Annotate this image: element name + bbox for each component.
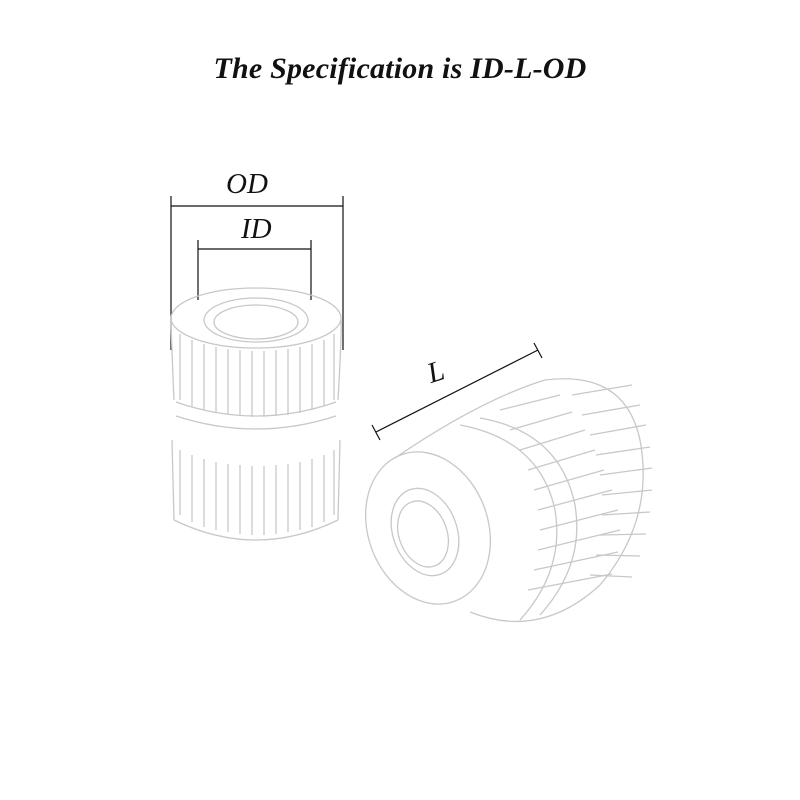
page-title: The Specification is ID-L-OD — [213, 52, 587, 85]
length-tick-right — [533, 342, 543, 359]
lying-insert-nut — [364, 378, 653, 623]
length-dimension — [371, 342, 543, 441]
upright-insert-nut — [170, 287, 342, 541]
length-tick-left — [371, 424, 381, 441]
length-dimension-line — [375, 349, 539, 433]
od-label: OD — [226, 168, 268, 200]
id-dimension — [197, 240, 312, 300]
id-label: ID — [241, 213, 272, 245]
